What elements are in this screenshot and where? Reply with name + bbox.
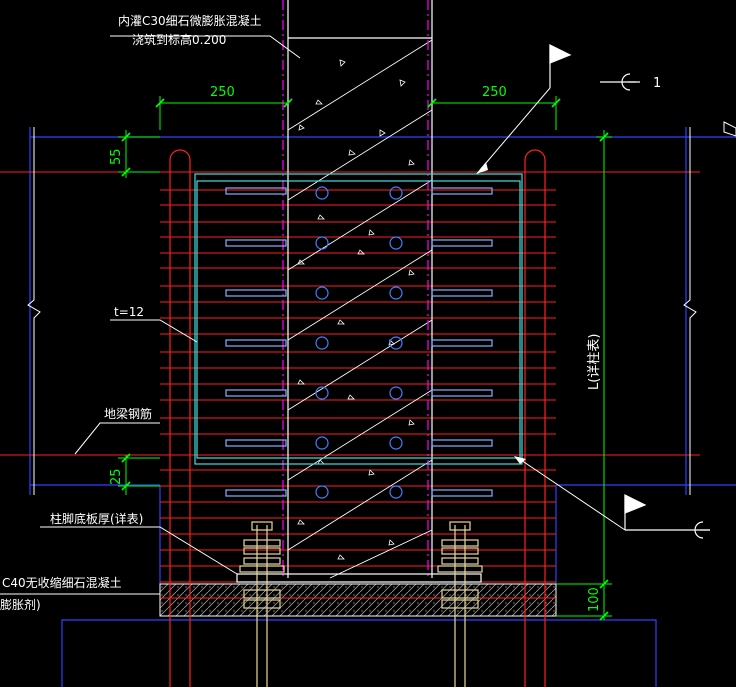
base-plate <box>236 573 482 583</box>
grout-note-line2: 膨胀剂) <box>0 597 41 612</box>
anchor-bolt-right <box>437 521 483 687</box>
dim-column-length: L(详柱表) <box>587 334 602 390</box>
dim-left-width: 250 <box>210 85 235 100</box>
infill-note-line1: 内灌C30细石微膨胀混凝土 <box>118 13 262 28</box>
dim-grout-height: 100 <box>587 587 602 612</box>
column-centerlines <box>282 0 429 578</box>
right-edge-marker <box>723 121 736 137</box>
plate-thickness-label: t=12 <box>114 305 144 319</box>
section-symbol-upper <box>549 44 640 91</box>
beam-rebar-label: 地梁钢筋 <box>104 406 152 421</box>
concrete-hatch <box>287 39 433 579</box>
column-walls <box>287 0 433 578</box>
break-lines <box>27 127 697 495</box>
grout-layer <box>159 583 557 617</box>
vertical-rebars <box>169 149 546 687</box>
section-number: 1 <box>653 76 661 91</box>
stirrups <box>0 171 700 599</box>
aggregate-marks <box>297 59 415 560</box>
embedded-plate <box>194 173 523 465</box>
arrow-head-lower <box>514 456 526 464</box>
bolt-holes <box>315 186 403 499</box>
dim-top-offset: 55 <box>109 148 124 165</box>
leader-lines <box>0 35 626 595</box>
dim-bottom-offset: 25 <box>109 468 124 485</box>
infill-note-line2: 浇筑到标高0.200 <box>132 32 226 47</box>
base-plate-label: 柱脚底板厚(详表) <box>50 511 143 526</box>
section-symbol-lower <box>624 494 710 539</box>
shear-studs <box>225 187 493 497</box>
grout-note-line1: C40无收缩细石混凝土 <box>2 575 122 590</box>
dimension-ticks <box>121 98 609 621</box>
anchor-bolt-left <box>239 521 285 687</box>
dim-right-width: 250 <box>482 85 507 100</box>
arrow-head-upper <box>476 162 488 174</box>
